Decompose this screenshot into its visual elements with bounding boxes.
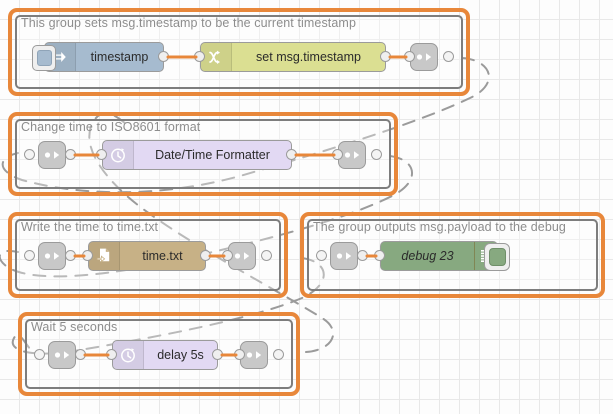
clock-icon bbox=[113, 341, 144, 369]
debug-button-swatch bbox=[488, 248, 506, 266]
node-label: delay 5s bbox=[157, 348, 204, 362]
debug-toggle-button[interactable] bbox=[484, 243, 510, 271]
port-output-link-in-2[interactable] bbox=[65, 149, 76, 160]
file-out-icon bbox=[89, 242, 120, 270]
port-input-link-in-4[interactable] bbox=[316, 250, 327, 261]
port-input-link-in-5[interactable] bbox=[34, 349, 45, 360]
clock-glyph bbox=[121, 348, 135, 363]
port-output-link-out-3[interactable] bbox=[261, 250, 272, 261]
clock-icon bbox=[103, 141, 134, 169]
port-output-link-in-3[interactable] bbox=[65, 250, 76, 261]
port-input-debug[interactable] bbox=[374, 250, 385, 261]
inject-trigger-button[interactable] bbox=[32, 45, 56, 71]
link-in-node-5[interactable] bbox=[48, 341, 76, 369]
inject-arrow-glyph bbox=[54, 52, 66, 62]
clock-glyph bbox=[111, 148, 125, 163]
node-file-out-timetxt[interactable]: time.txt bbox=[88, 241, 206, 271]
port-output-link-out-2[interactable] bbox=[371, 149, 382, 160]
port-output-change[interactable] bbox=[380, 51, 391, 62]
node-debug-23[interactable]: debug 23 bbox=[380, 241, 510, 271]
group-label: Write the time to time.txt bbox=[21, 220, 159, 234]
port-input-link-in-3[interactable] bbox=[24, 250, 35, 261]
port-output-inject[interactable] bbox=[158, 51, 169, 62]
group-label: Wait 5 seconds bbox=[31, 320, 118, 334]
port-input-change[interactable] bbox=[194, 51, 205, 62]
port-output-link-in-5[interactable] bbox=[75, 349, 86, 360]
link-out-icon bbox=[234, 252, 250, 260]
link-in-node-3[interactable] bbox=[38, 242, 66, 270]
group-label: This group sets msg.timestamp to be the … bbox=[21, 16, 356, 30]
port-input-link-out-1[interactable] bbox=[404, 51, 415, 62]
link-in-icon bbox=[54, 351, 70, 359]
node-inject-timestamp[interactable]: timestamp bbox=[32, 42, 164, 72]
link-in-icon bbox=[44, 252, 60, 260]
change-shuffle-icon bbox=[201, 43, 232, 71]
node-label: set msg.timestamp bbox=[256, 50, 361, 64]
node-delay-5s[interactable]: delay 5s bbox=[112, 340, 218, 370]
port-input-delay[interactable] bbox=[106, 349, 117, 360]
link-out-node-3[interactable] bbox=[228, 242, 256, 270]
node-label: timestamp bbox=[90, 50, 149, 64]
port-output-delay[interactable] bbox=[212, 349, 223, 360]
link-out-icon bbox=[246, 351, 262, 359]
port-output-file[interactable] bbox=[200, 250, 211, 261]
link-in-node-2[interactable] bbox=[38, 141, 66, 169]
port-output-link-in-4[interactable] bbox=[357, 250, 368, 261]
file-out-glyph bbox=[96, 248, 110, 263]
port-input-link-out-3[interactable] bbox=[222, 250, 233, 261]
group-label: The group outputs msg.payload to the deb… bbox=[313, 220, 566, 234]
node-label: Date/Time Formatter bbox=[155, 148, 270, 162]
link-out-icon bbox=[416, 53, 432, 61]
link-in-icon bbox=[44, 151, 60, 159]
link-in-icon bbox=[336, 252, 352, 260]
node-label: debug 23 bbox=[401, 249, 454, 263]
port-output-link-out-1[interactable] bbox=[443, 51, 454, 62]
link-out-icon bbox=[344, 151, 360, 159]
node-change-set-timestamp[interactable]: set msg.timestamp bbox=[200, 42, 386, 72]
group-label: Change time to ISO8601 format bbox=[21, 120, 201, 134]
node-label: time.txt bbox=[142, 249, 183, 263]
node-datetime-formatter[interactable]: Date/Time Formatter bbox=[102, 140, 292, 170]
port-output-link-out-4[interactable] bbox=[273, 349, 284, 360]
port-input-link-in-2[interactable] bbox=[24, 149, 35, 160]
link-in-node-4[interactable] bbox=[330, 242, 358, 270]
port-output-datetime[interactable] bbox=[286, 149, 297, 160]
port-input-link-out-4[interactable] bbox=[234, 349, 245, 360]
port-input-datetime[interactable] bbox=[96, 149, 107, 160]
change-shuffle-glyph bbox=[208, 50, 220, 64]
port-input-link-out-2[interactable] bbox=[332, 149, 343, 160]
port-input-file[interactable] bbox=[82, 250, 93, 261]
inject-button-swatch bbox=[36, 50, 52, 66]
